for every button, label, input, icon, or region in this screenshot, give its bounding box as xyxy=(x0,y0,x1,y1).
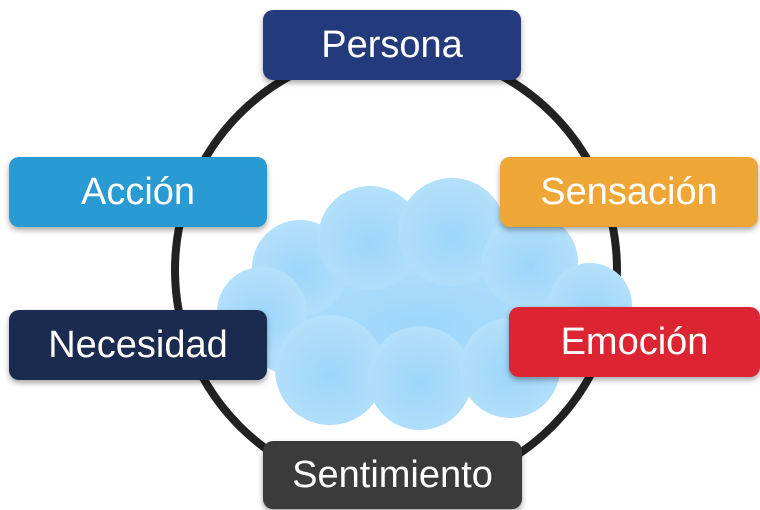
node-necesidad: Necesidad xyxy=(9,310,267,380)
node-emocion: Emoción xyxy=(509,307,760,377)
node-sensacion: Sensación xyxy=(500,157,758,227)
node-persona: Persona xyxy=(263,10,521,80)
node-sentimiento-label: Sentimiento xyxy=(292,453,493,496)
node-accion-label: Acción xyxy=(80,170,196,213)
node-persona-label: Persona xyxy=(321,23,463,66)
node-accion: Acción xyxy=(9,157,267,227)
node-sensacion-label: Sensación xyxy=(540,170,718,213)
node-sentimiento: Sentimiento xyxy=(263,441,522,509)
node-necesidad-label: Necesidad xyxy=(48,323,228,366)
node-emocion-label: Emoción xyxy=(560,320,709,363)
